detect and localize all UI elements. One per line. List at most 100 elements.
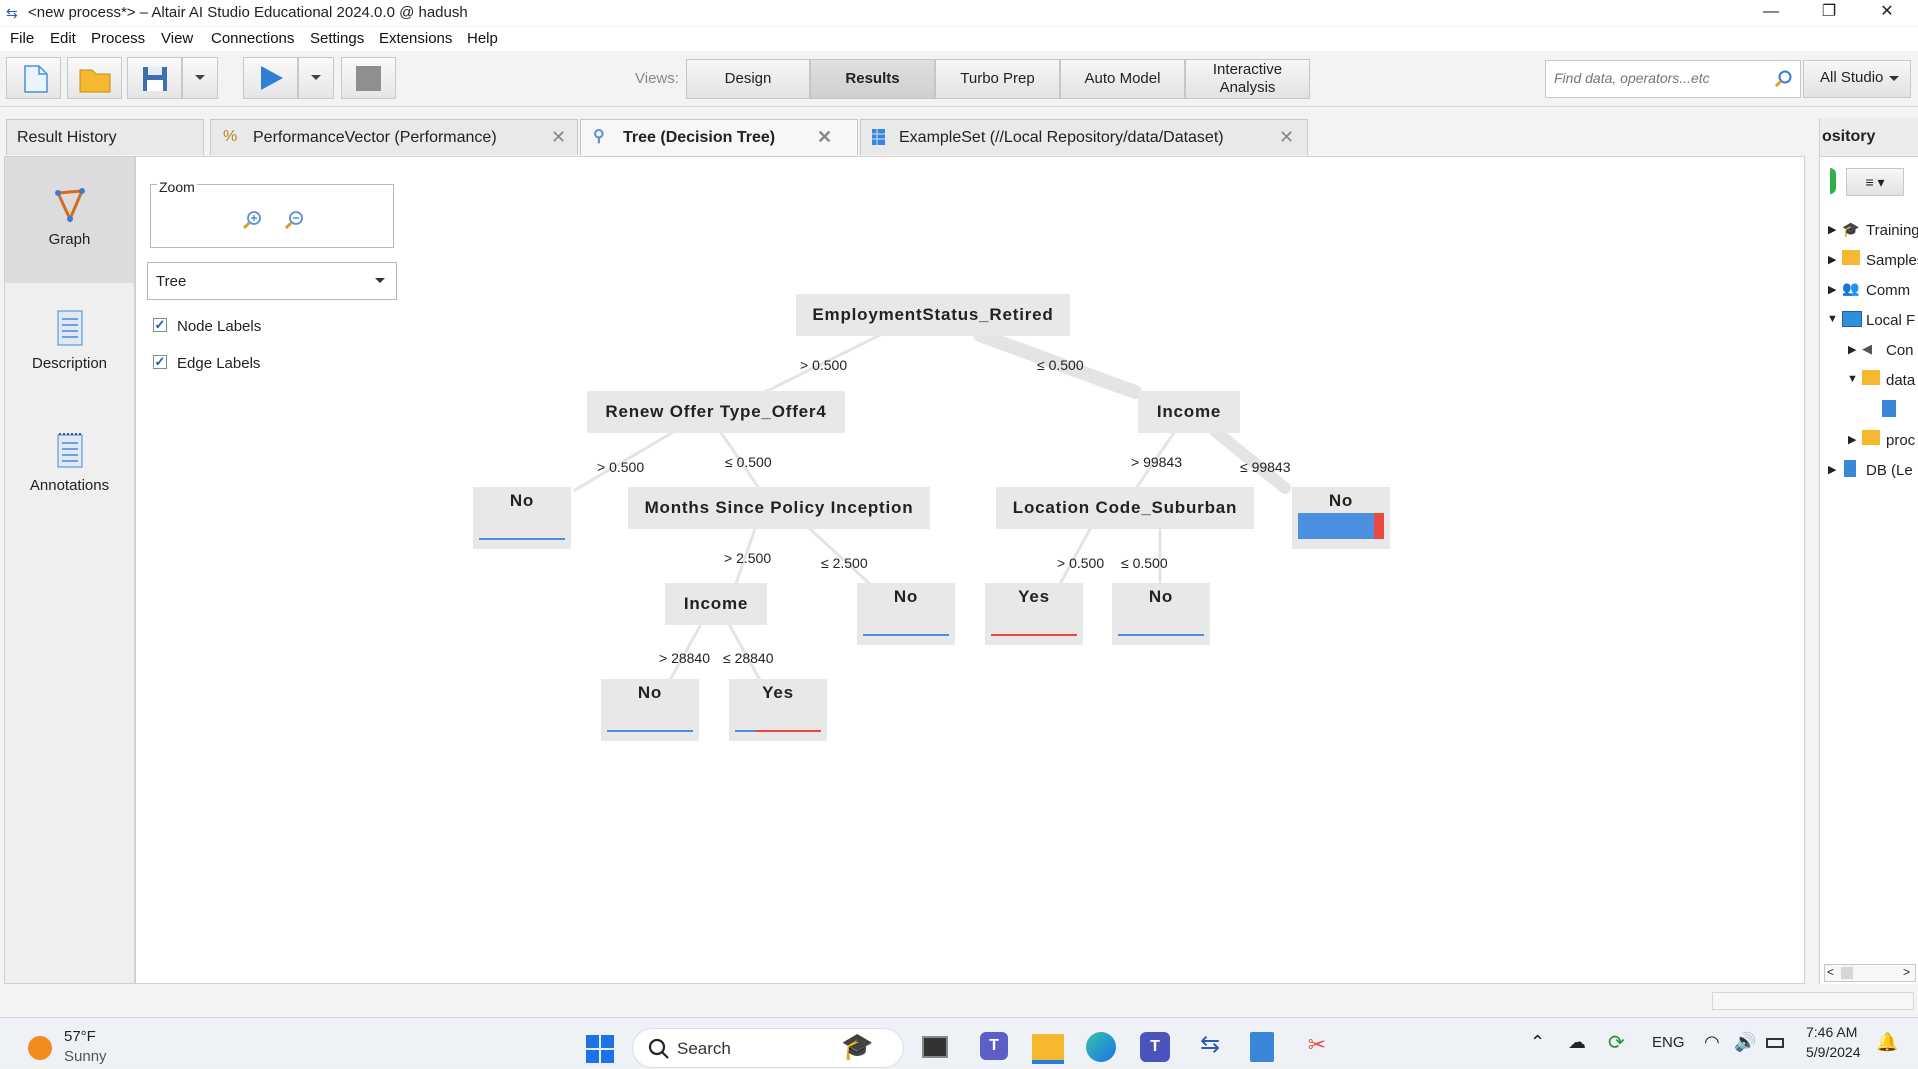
sidebar-item-annotations[interactable]: Annotations [5, 409, 134, 535]
menu-connections[interactable]: Connections [211, 30, 295, 47]
repository-item-local[interactable]: Local F [1866, 312, 1916, 329]
save-dropdown-button[interactable] [182, 57, 218, 99]
edge-labels-checkbox[interactable]: ✓ [153, 354, 167, 369]
repository-item-processes[interactable]: proc [1886, 432, 1916, 449]
menu-help[interactable]: Help [467, 30, 498, 47]
tree-node-months-since-policy-inception[interactable]: Months Since Policy Inception [628, 487, 930, 529]
edge-browser-icon[interactable] [1086, 1032, 1116, 1062]
sync-icon[interactable]: ⟳ [1608, 1032, 1625, 1054]
teams-icon[interactable]: T [980, 1032, 1008, 1060]
tree-leaf-no[interactable]: No [1292, 487, 1390, 549]
tree-node-employment-status-retired[interactable]: EmploymentStatus_Retired [796, 294, 1070, 336]
view-design-button[interactable]: Design [686, 59, 810, 99]
menu-edit[interactable]: Edit [50, 30, 76, 47]
tab-result-history[interactable]: Result History [6, 119, 204, 155]
expand-arrow-icon[interactable]: ▶ [1848, 344, 1857, 356]
battery-icon[interactable] [1766, 1038, 1784, 1048]
scrollbar-thumb[interactable] [1841, 967, 1853, 979]
onedrive-icon[interactable]: ☁ [1568, 1032, 1586, 1052]
close-tab-icon[interactable]: ✕ [551, 127, 567, 147]
altair-studio-taskbar-icon[interactable]: ⇆ [1199, 1031, 1221, 1058]
search-box[interactable] [1545, 60, 1801, 98]
search-input[interactable] [1552, 69, 1766, 87]
node-labels-checkbox[interactable]: ✓ [153, 317, 167, 332]
file-explorer-icon[interactable] [1032, 1034, 1064, 1064]
tree-node-income[interactable]: Income [1138, 391, 1240, 433]
tree-leaf-yes[interactable]: Yes [985, 583, 1083, 645]
minimize-button[interactable]: — [1763, 3, 1779, 20]
menu-view[interactable]: View [161, 30, 194, 47]
repository-item-samples[interactable]: Samples [1866, 252, 1918, 269]
sidebar-item-graph[interactable]: Graph [5, 157, 134, 283]
edge-labels-label: Edge Labels [177, 355, 261, 372]
app-icon: ⇆ [6, 5, 18, 21]
expand-arrow-icon[interactable]: ▶ [1828, 284, 1837, 296]
collapse-arrow-icon[interactable]: ▼ [1847, 373, 1858, 385]
expand-arrow-icon[interactable]: ▶ [1828, 254, 1837, 266]
repository-menu-button[interactable]: ≡ ▾ [1846, 168, 1904, 196]
tree-node-renew-offer-type[interactable]: Renew Offer Type_Offer4 [587, 391, 845, 433]
repository-add-button[interactable] [1830, 168, 1836, 194]
stop-button[interactable] [341, 57, 396, 99]
repository-item-data[interactable]: data [1886, 372, 1916, 389]
new-process-button[interactable] [6, 57, 61, 99]
repository-item-training[interactable]: Training [1866, 222, 1918, 239]
view-results-button[interactable]: Results [810, 59, 935, 99]
scroll-left-icon[interactable]: < [1827, 965, 1835, 979]
wifi-icon[interactable]: ◠ [1704, 1032, 1720, 1052]
clock-date[interactable]: 5/9/2024 [1806, 1044, 1861, 1060]
volume-icon[interactable]: 🔊 [1734, 1032, 1757, 1052]
run-button[interactable] [243, 57, 298, 99]
sun-icon [28, 1036, 52, 1060]
layout-select[interactable]: Tree [147, 262, 397, 300]
tree-leaf-no[interactable]: No [601, 679, 699, 741]
task-view-icon[interactable] [922, 1036, 948, 1058]
tree-node-income[interactable]: Income [665, 583, 767, 625]
search-icon[interactable] [1774, 69, 1794, 89]
menu-extensions[interactable]: Extensions [379, 30, 453, 47]
tree-leaf-no[interactable]: No [473, 487, 571, 549]
notification-bell-icon[interactable]: 🔔 [1876, 1032, 1899, 1052]
scroll-right-icon[interactable]: > [1903, 965, 1911, 979]
tree-leaf-no[interactable]: No [857, 583, 955, 645]
repository-item-db[interactable]: DB (Le [1866, 462, 1913, 479]
tree-leaf-no[interactable]: No [1112, 583, 1210, 645]
sidebar-item-description[interactable]: Description [5, 283, 134, 409]
view-interactive-analysis-button[interactable]: Interactive Analysis [1185, 59, 1310, 99]
menu-process[interactable]: Process [91, 30, 146, 47]
save-button[interactable] [127, 57, 182, 99]
close-window-button[interactable]: ✕ [1880, 3, 1894, 20]
horizontal-scrollbar[interactable]: < > [1824, 964, 1916, 982]
expand-arrow-icon[interactable]: ▶ [1828, 464, 1837, 476]
tree-leaf-yes[interactable]: Yes [729, 679, 827, 741]
search-scope-dropdown[interactable]: All Studio [1803, 60, 1911, 98]
repository-item-connections[interactable]: Con [1886, 342, 1914, 359]
restore-button[interactable]: ❐ [1821, 3, 1837, 20]
close-tab-icon[interactable]: ✕ [817, 127, 833, 147]
language-indicator[interactable]: ENG [1652, 1034, 1685, 1051]
clock-time[interactable]: 7:46 AM [1806, 1024, 1858, 1040]
repository-item-community[interactable]: Comm [1866, 282, 1911, 299]
windows-start-button[interactable] [585, 1034, 615, 1064]
view-auto-model-button[interactable]: Auto Model [1060, 59, 1185, 99]
zoom-in-icon[interactable] [241, 209, 263, 231]
menu-settings[interactable]: Settings [310, 30, 365, 47]
snipping-tool-icon[interactable]: ✂ [1307, 1032, 1327, 1057]
collapse-arrow-icon[interactable]: ▼ [1827, 313, 1838, 325]
tab-example-set[interactable]: ExampleSet (//Local Repository/data/Data… [860, 119, 1308, 155]
tab-performance-vector[interactable]: % PerformanceVector (Performance) ✕ [210, 119, 578, 155]
menu-file[interactable]: File [10, 30, 35, 47]
expand-arrow-icon[interactable]: ▶ [1828, 224, 1837, 236]
chevron-up-icon[interactable]: ⌃ [1530, 1032, 1546, 1052]
view-turbo-prep-button[interactable]: Turbo Prep [935, 59, 1060, 99]
tree-node-location-code-suburban[interactable]: Location Code_Suburban [996, 487, 1254, 529]
close-tab-icon[interactable]: ✕ [1279, 127, 1295, 147]
taskbar-search[interactable]: Search 🎓 [632, 1028, 904, 1068]
run-dropdown-button[interactable] [298, 57, 334, 99]
expand-arrow-icon[interactable]: ▶ [1848, 434, 1857, 446]
tab-decision-tree[interactable]: ⚲ Tree (Decision Tree) ✕ [580, 119, 858, 155]
notepad-taskbar-icon[interactable] [1250, 1032, 1274, 1062]
open-button[interactable] [67, 57, 122, 99]
zoom-out-icon[interactable] [283, 209, 305, 231]
teams-work-icon[interactable]: T [1140, 1032, 1170, 1062]
